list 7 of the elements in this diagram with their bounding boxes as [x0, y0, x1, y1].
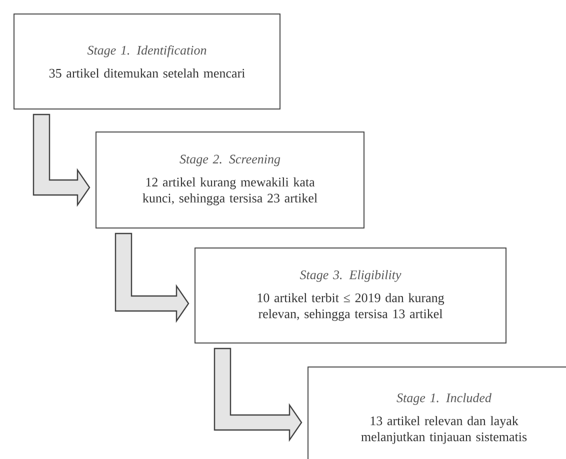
block-arrow — [214, 348, 302, 442]
block-arrow — [32, 114, 90, 207]
stage-box: Stage 2. Screening 12 artikel kurang mewakili kata kunci, sehingga tersisa 23 artikel — [96, 132, 364, 228]
stage-box: Stage 3. Eligibility 10 artikel terbit ≤ 2019 dan kurang relevan, sehingga tersisa 13 artikel — [194, 248, 506, 344]
stage-box: Stage 1. Identification 35 artikel ditemukan setelah mencari — [14, 14, 280, 110]
stage-box: Stage 1. Included 13 artikel relevan dan layak melanjutkan tinjauan sistematis — [308, 366, 566, 459]
block-arrow — [114, 232, 190, 323]
